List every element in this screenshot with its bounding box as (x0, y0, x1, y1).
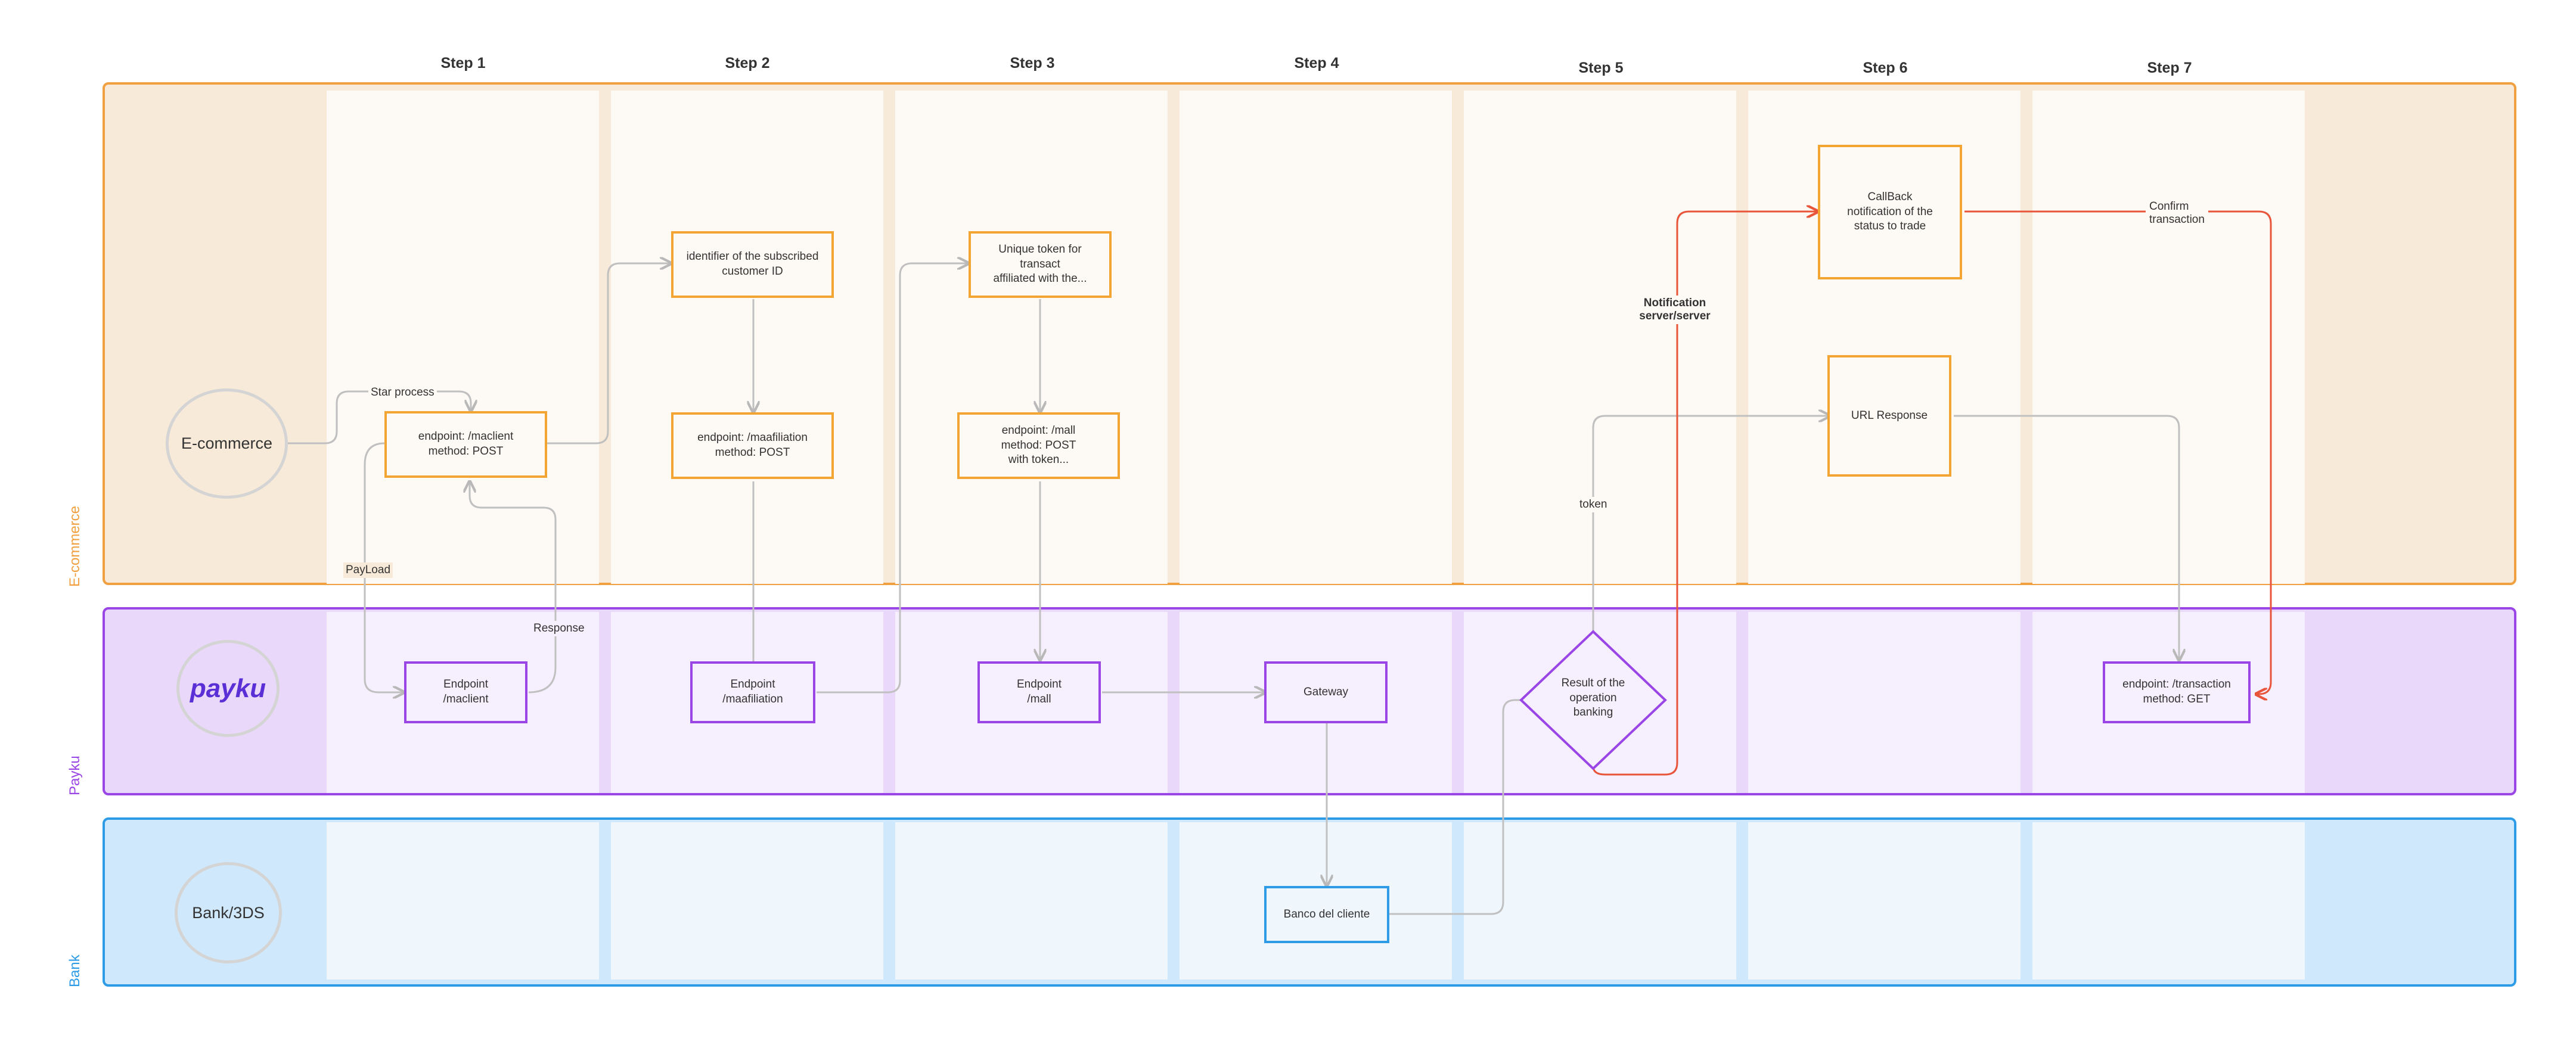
node-endpoint-maclient-post: endpoint: /maclient method: POST (384, 411, 547, 478)
edge-confirm-transaction (1964, 210, 2272, 694)
node-gateway: Gateway (1264, 661, 1388, 723)
step-4-header: Step 4 (1294, 55, 1339, 71)
column-ecommerce-step-7 (2032, 91, 2305, 584)
label-token: token (1577, 497, 1610, 512)
edge-maafiliation-to-token (817, 263, 969, 694)
step-2-header: Step 2 (725, 55, 770, 71)
label-payload: PayLoad (343, 562, 393, 578)
label-star-process: Star process (368, 386, 437, 399)
node-endpoint-maafiliation-post: endpoint: /maafiliation method: POST (671, 412, 834, 479)
column-ecommerce-step-2 (611, 91, 883, 584)
column-bank-step-7 (2032, 822, 2305, 980)
node-endpoint-maclient: Endpoint /maclient (404, 661, 527, 723)
edge-notification-server (1592, 212, 1818, 776)
column-bank-step-2 (611, 822, 883, 980)
node-callback-notification: CallBack notification of the status to t… (1818, 145, 1962, 279)
node-endpoint-mall-post: endpoint: /mall method: POST with token.… (957, 412, 1120, 479)
result-operation-diamond (1519, 630, 1667, 770)
node-banco-cliente: Banco del cliente (1264, 886, 1389, 943)
label-confirm-transaction: Confirm transaction (2146, 199, 2208, 228)
step-3-header: Step 3 (1010, 55, 1055, 71)
payku-logo-text: payku (190, 673, 266, 703)
node-result-operation: Result of the operation banking (1561, 677, 1625, 719)
edge-start-process (288, 390, 471, 444)
step-5-header: Step 5 (1578, 60, 1624, 76)
column-ecommerce-step-4 (1180, 91, 1452, 584)
step-7-header: Step 7 (2147, 60, 2192, 76)
edge-response (470, 481, 557, 694)
column-ecommerce-step-3 (895, 91, 1168, 584)
node-endpoint-transaction-get: endpoint: /transaction method: GET (2103, 661, 2251, 723)
column-bank-step-5 (1464, 822, 1736, 980)
column-ecommerce-step-1 (327, 91, 599, 584)
payku-logo: payku (176, 640, 280, 737)
node-endpoint-mall: Endpoint /mall (977, 661, 1101, 723)
column-payku-step-6 (1748, 612, 2021, 793)
node-url-response: URL Response (1827, 355, 1951, 477)
node-identifier-subscribed: identifier of the subscribed customer ID (671, 231, 834, 298)
edge-payload (364, 442, 404, 692)
column-bank-step-1 (327, 822, 599, 980)
node-endpoint-maafiliation: Endpoint /maafiliation (690, 661, 815, 723)
label-notification-server: Notification server/server (1627, 296, 1722, 324)
edge-maclient-to-identifier (547, 263, 671, 444)
edge-token-to-url-response (1592, 416, 1830, 632)
column-bank-step-3 (895, 822, 1168, 980)
actor-ecommerce: E-commerce (166, 388, 288, 499)
step-6-header: Step 6 (1863, 60, 1908, 76)
column-bank-step-6 (1748, 822, 2021, 980)
edge-url-response-to-transaction (1954, 415, 2179, 660)
edge-bank-to-result (1389, 699, 1523, 915)
node-unique-token: Unique token for transact affiliated wit… (969, 231, 1112, 298)
actor-bank: Bank/3DS (175, 862, 282, 963)
label-response: Response (531, 621, 587, 636)
step-1-header: Step 1 (440, 55, 486, 71)
